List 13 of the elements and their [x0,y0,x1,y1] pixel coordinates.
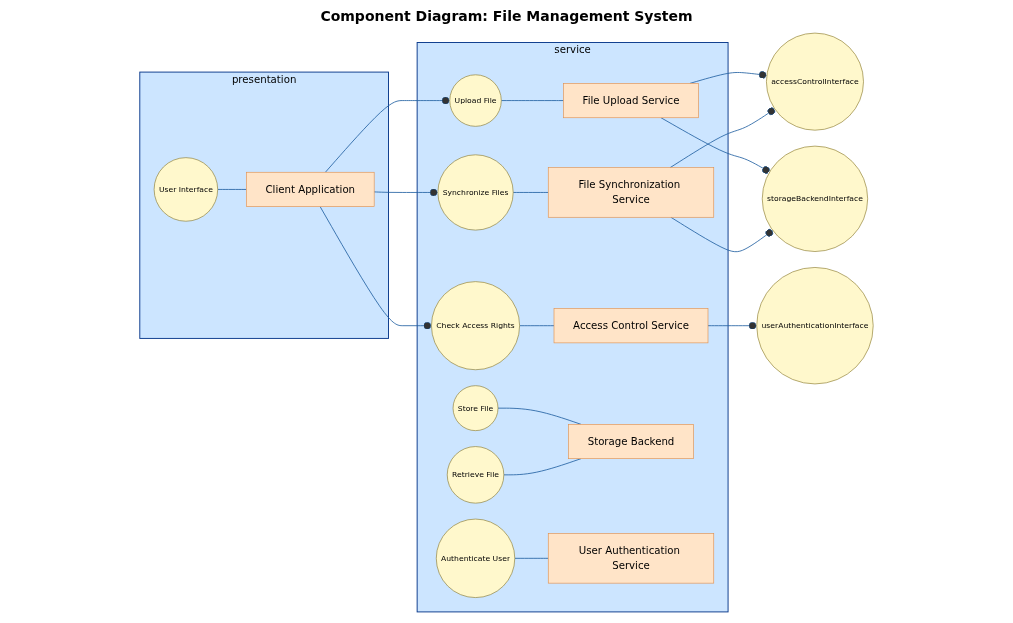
connector [514,557,549,559]
node-box: File Upload Service [563,83,699,119]
diagram-title: Component Diagram: File Management System [319,8,694,24]
connector [217,189,247,190]
connector [500,100,564,101]
node-box: File Synchronization Service [547,167,715,218]
node-box: Storage Backend [568,424,694,459]
node-box: Client Application [246,171,375,207]
node-box: Access Control Service [553,308,709,344]
connector [519,325,555,327]
connector [512,192,549,193]
node-box: User Authentication Service [547,533,715,584]
connector [497,407,582,425]
